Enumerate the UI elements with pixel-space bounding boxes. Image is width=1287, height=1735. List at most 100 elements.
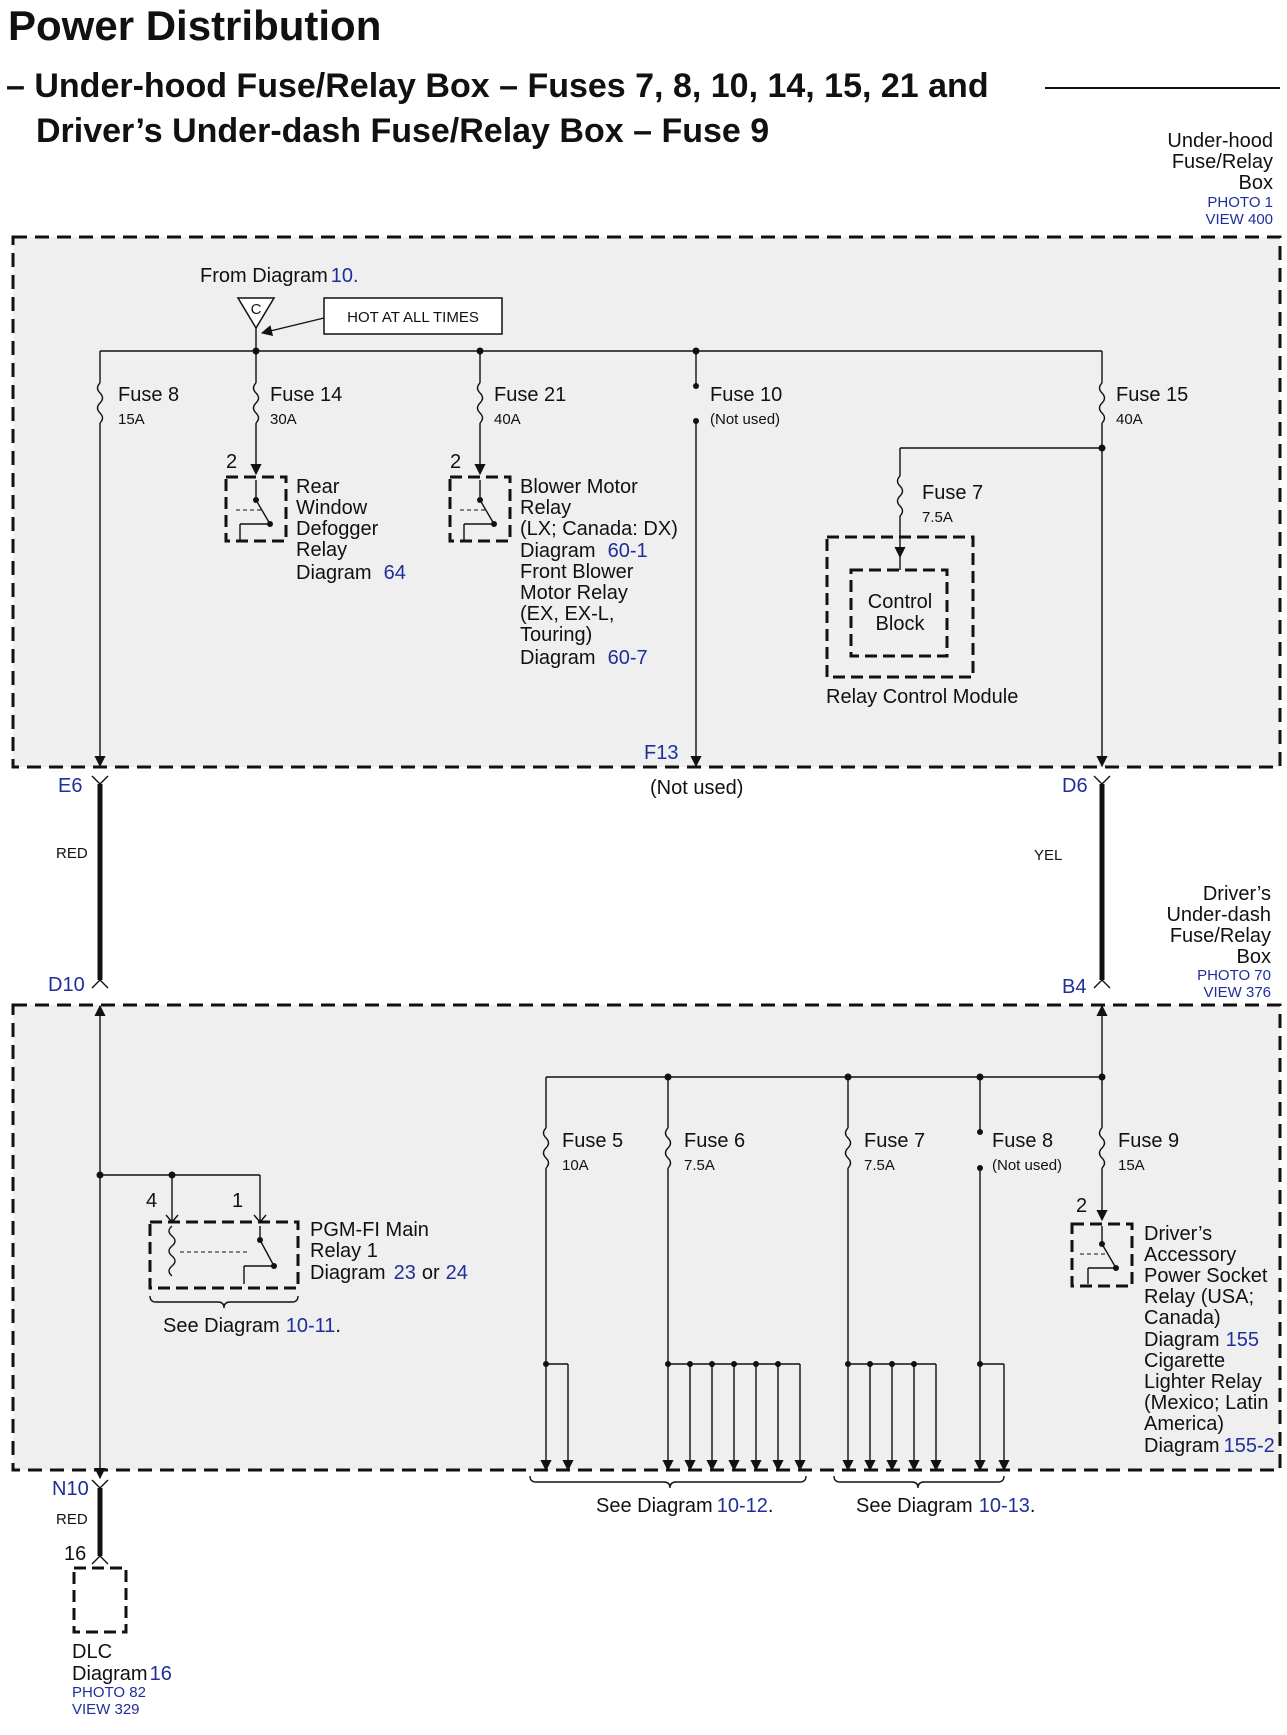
terminal-d10: D10: [48, 974, 85, 996]
svg-text:Fuse 10: Fuse 10: [710, 384, 782, 406]
brace-10-13: [833, 1475, 1005, 1489]
hot-arrow: [260, 317, 325, 337]
svg-text:Fuse 8: Fuse 8: [992, 1130, 1053, 1152]
svg-text:(Not used): (Not used): [710, 411, 780, 428]
svg-text:Fuse 6: Fuse 6: [684, 1130, 745, 1152]
svg-text:Canada): Canada): [1144, 1307, 1221, 1329]
svg-text:Power Socket: Power Socket: [1144, 1265, 1268, 1287]
svg-text:Driver’s: Driver’s: [1144, 1223, 1212, 1245]
fuse-10-not-used: Fuse 10 (Not used): [690, 351, 782, 768]
svg-text:PHOTO 1: PHOTO 1: [1207, 194, 1273, 211]
svg-text:40A: 40A: [1116, 411, 1143, 428]
svg-text:Relay Control Module: Relay Control Module: [826, 686, 1018, 708]
svg-text:America): America): [1144, 1413, 1224, 1435]
fuse-8-top: Fuse 8 15A: [94, 351, 179, 768]
svg-text:2: 2: [1076, 1195, 1087, 1217]
connector-c-triangle: [236, 297, 276, 330]
page-title: Power Distribution: [8, 2, 381, 49]
svg-text:40A: 40A: [494, 411, 521, 428]
underdash-fuse-relay-box: [11, 1003, 1282, 1472]
fuse-6: Fuse 6 7.5A: [662, 1077, 806, 1472]
terminal-n10: N10: [52, 1478, 89, 1500]
svg-text:15A: 15A: [1118, 1157, 1145, 1174]
svg-text:PGM-FI Main: PGM-FI Main: [310, 1219, 429, 1241]
svg-text:Relay 1: Relay 1: [310, 1240, 378, 1262]
svg-text:(LX; Canada: DX): (LX; Canada: DX): [520, 518, 678, 540]
svg-text:Relay: Relay: [296, 539, 347, 561]
fuse-15: Fuse 15 40A: [1096, 351, 1188, 768]
svg-text:7.5A: 7.5A: [684, 1157, 715, 1174]
fuse-8-bottom-not-used: Fuse 8 (Not used): [974, 1077, 1062, 1472]
svg-text:Rear: Rear: [296, 476, 340, 498]
svg-text:Fuse 9: Fuse 9: [1118, 1130, 1179, 1152]
svg-text:Accessory: Accessory: [1144, 1244, 1236, 1266]
svg-text:Control: Control: [868, 591, 932, 613]
svg-text:(Mexico; Latin: (Mexico; Latin: [1144, 1392, 1269, 1414]
svg-text:10A: 10A: [562, 1157, 589, 1174]
fuse-14: Fuse 14 30A: [250, 351, 342, 476]
svg-text:PHOTO 82: PHOTO 82: [72, 1684, 146, 1701]
brace-10-12: [529, 1475, 807, 1489]
svg-text:Fuse 21: Fuse 21: [494, 384, 566, 406]
red-wire-e6-d10: RED: [56, 775, 109, 989]
fuse-7-bottom: Fuse 7 7.5A: [842, 1077, 942, 1472]
svg-text:DLC: DLC: [72, 1641, 112, 1663]
svg-text:Fuse 15: Fuse 15: [1116, 384, 1188, 406]
svg-text:(EX, EX-L,: (EX, EX-L,: [520, 603, 614, 625]
left-feed-wire: [94, 1004, 261, 1480]
svg-text:Under-dash: Under-dash: [1166, 904, 1271, 926]
terminal-e6: E6: [58, 775, 82, 797]
svg-text:YEL: YEL: [1034, 847, 1062, 864]
svg-text:Front Blower: Front Blower: [520, 561, 634, 583]
svg-text:2: 2: [450, 451, 461, 473]
svg-text:VIEW 329: VIEW 329: [72, 1701, 140, 1718]
svg-text:PHOTO 70: PHOTO 70: [1197, 967, 1271, 984]
terminal-b4: B4: [1062, 976, 1086, 998]
svg-text:Lighter Relay: Lighter Relay: [1144, 1371, 1262, 1393]
fuse-21: Fuse 21 40A: [474, 351, 566, 476]
underhood-fuse-relay-box: [11, 235, 1282, 769]
svg-text:(Not used): (Not used): [992, 1157, 1062, 1174]
svg-text:Block: Block: [876, 613, 926, 635]
svg-text:7.5A: 7.5A: [922, 509, 953, 526]
svg-text:Fuse 5: Fuse 5: [562, 1130, 623, 1152]
svg-text:30A: 30A: [270, 411, 297, 428]
yel-wire-d6-b4: YEL: [1034, 775, 1111, 989]
hot-at-all-times-box: [323, 297, 503, 335]
svg-text:Box: Box: [1237, 946, 1271, 968]
svg-text:Defogger: Defogger: [296, 518, 379, 540]
svg-text:Driver’s: Driver’s: [1203, 883, 1271, 905]
underdash-box-label: Driver’s Under-dash Fuse/Relay Box PHOTO…: [1166, 883, 1271, 1001]
svg-text:4: 4: [146, 1190, 157, 1212]
svg-text:15A: 15A: [118, 411, 145, 428]
hot-at-all-times-label: HOT AT ALL TIMES: [347, 309, 479, 326]
svg-text:RED: RED: [56, 845, 88, 862]
svg-text:VIEW 400: VIEW 400: [1205, 211, 1273, 228]
subtitle-line-2: Driver’s Under-dash Fuse/Relay Box – Fus…: [36, 112, 769, 150]
svg-text:1: 1: [232, 1190, 243, 1212]
svg-text:RED: RED: [56, 1511, 88, 1528]
svg-text:Fuse 7: Fuse 7: [864, 1130, 925, 1152]
svg-text:16: 16: [64, 1543, 86, 1565]
accessory-power-socket-relay: 2 Driver’s Accessory Power Socket Relay …: [1070, 1195, 1275, 1457]
f13-not-used: (Not used): [650, 777, 743, 799]
blower-motor-relay: 2 Blower Motor Relay (LX; Canada: DX) Di…: [448, 451, 678, 669]
svg-text:2: 2: [226, 451, 237, 473]
svg-text:7.5A: 7.5A: [864, 1157, 895, 1174]
svg-text:Relay (USA;: Relay (USA;: [1144, 1286, 1254, 1308]
underhood-box-label: Under-hood Fuse/Relay Box PHOTO 1 VIEW 4…: [1167, 130, 1273, 228]
